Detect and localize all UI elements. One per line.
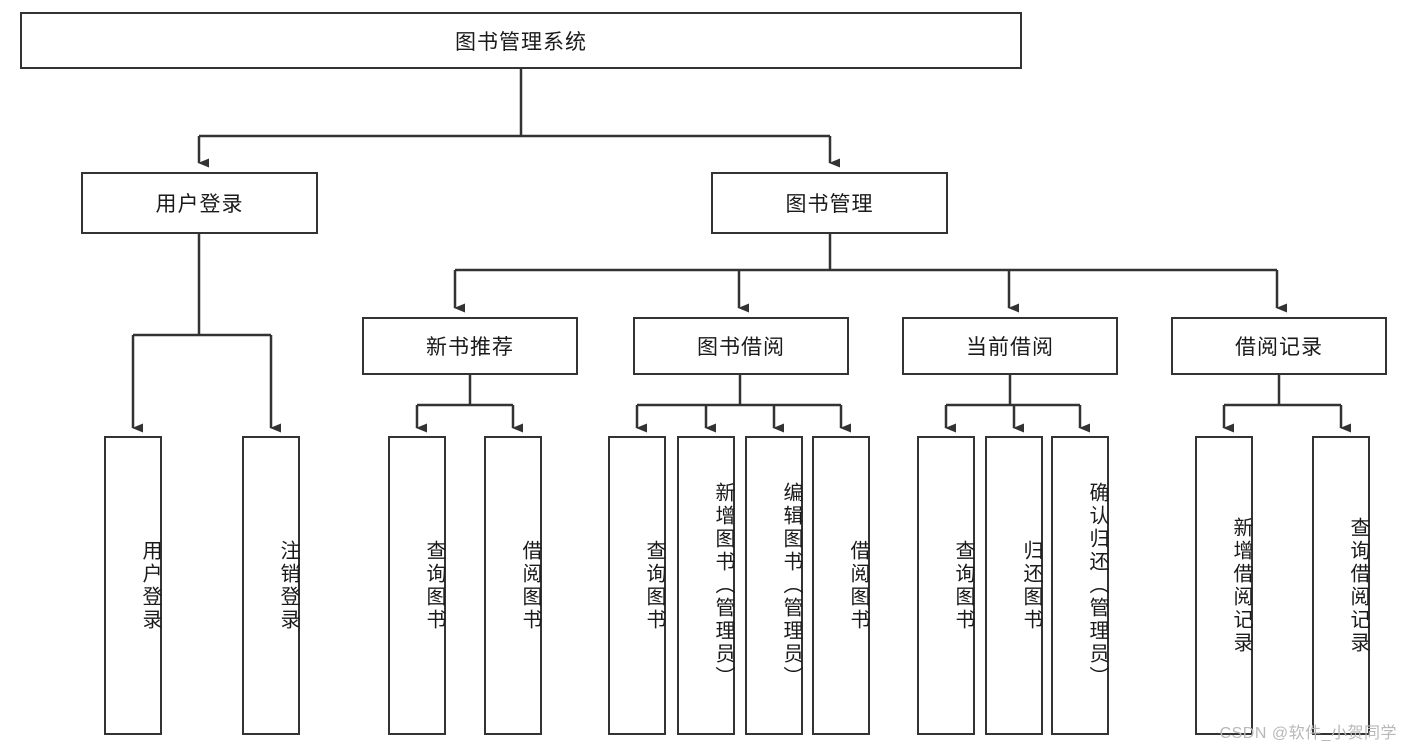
node-current-borrow[interactable]: 当前借阅 [902, 317, 1118, 375]
node-book-borrow[interactable]: 图书借阅 [633, 317, 849, 375]
leaf-user-login-signout[interactable]: 注销登录 [242, 436, 300, 735]
leaf-user-login-signin[interactable]: 用户登录 [104, 436, 162, 735]
leaf-new-book-borrow[interactable]: 借阅图书 [484, 436, 542, 735]
node-root[interactable]: 图书管理系统 [20, 12, 1022, 69]
leaf-borrow-edit-book[interactable]: 编辑图书（管理员） [745, 436, 803, 735]
leaf-records-add[interactable]: 新增借阅记录 [1195, 436, 1253, 735]
node-new-book-recommend[interactable]: 新书推荐 [362, 317, 578, 375]
leaf-records-query[interactable]: 查询借阅记录 [1312, 436, 1370, 735]
leaf-borrow-add-book[interactable]: 新增图书（管理员） [677, 436, 735, 735]
leaf-borrow-query-book[interactable]: 查询图书 [608, 436, 666, 735]
leaf-new-book-query[interactable]: 查询图书 [388, 436, 446, 735]
leaf-current-return-book[interactable]: 归还图书 [985, 436, 1043, 735]
node-user-login[interactable]: 用户登录 [81, 172, 318, 234]
leaf-borrow-borrow-book[interactable]: 借阅图书 [812, 436, 870, 735]
watermark: CSDN @软件_小贺同学 [1219, 725, 1397, 742]
node-borrow-records[interactable]: 借阅记录 [1171, 317, 1387, 375]
node-book-management[interactable]: 图书管理 [711, 172, 948, 234]
leaf-current-confirm-return[interactable]: 确认归还（管理员） [1051, 436, 1109, 735]
leaf-current-query-book[interactable]: 查询图书 [917, 436, 975, 735]
